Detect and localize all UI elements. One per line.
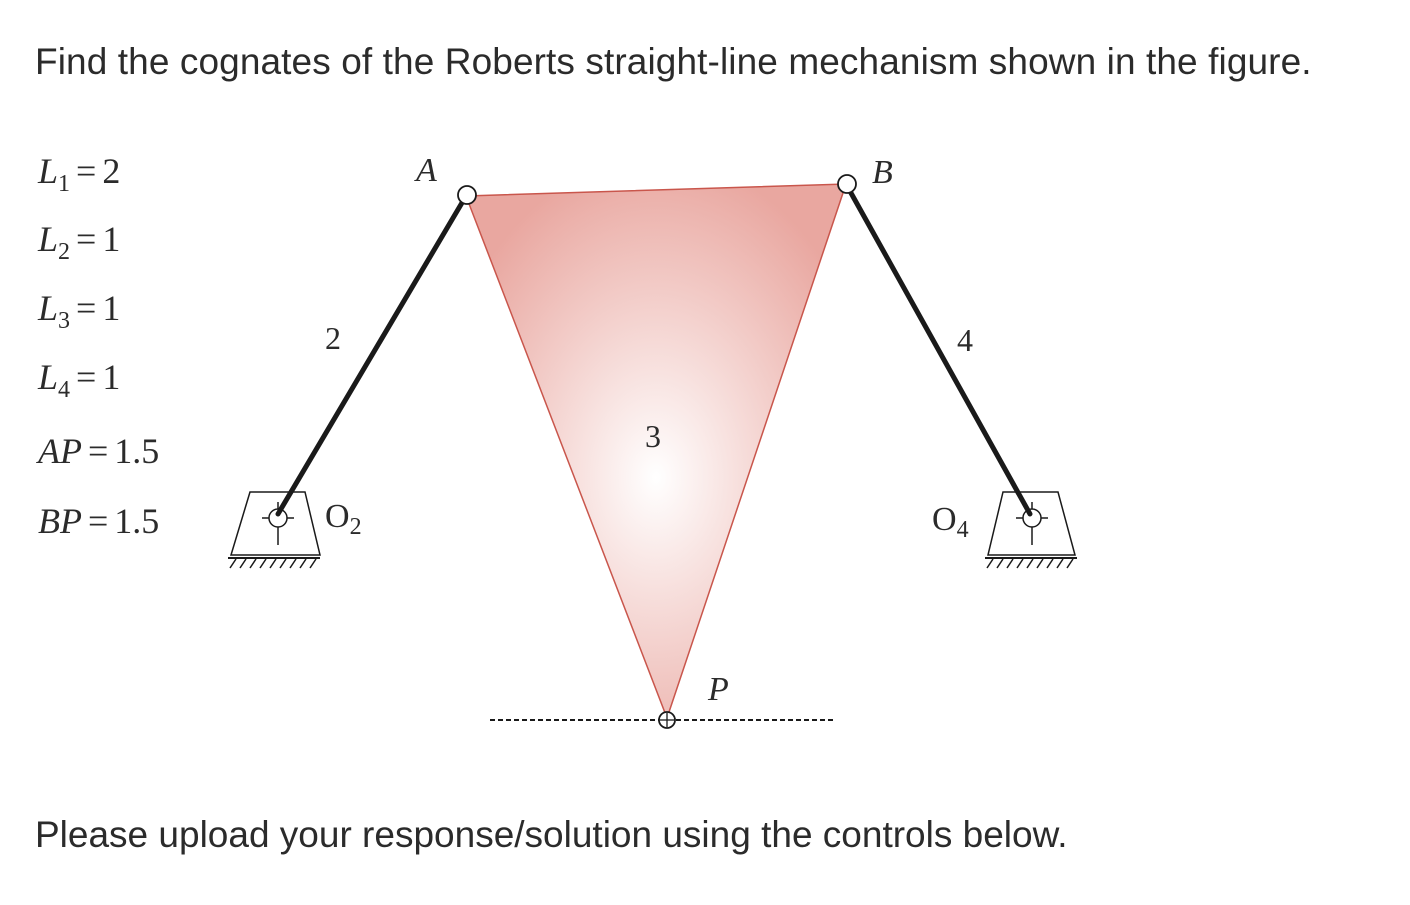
label-link-2: 2 [325,320,341,356]
ground-pivot-o4 [985,491,1077,569]
joint-a [457,185,477,205]
param-l2-value: 1 [102,219,121,259]
joint-b [837,174,857,194]
param-l2-sub: 2 [58,239,71,265]
param-l4-var: L [38,357,59,397]
label-link-3: 3 [645,418,661,454]
param-bp: BP=1.5 [38,501,160,541]
param-l4: L4=1 [38,357,121,403]
question-prompt: Find the cognates of the Roberts straigh… [35,41,1312,82]
param-l4-value: 1 [102,357,121,397]
param-ap: AP=1.5 [38,431,160,471]
label-o2-letter: O [325,498,350,535]
ground-pivot-o2 [228,491,321,569]
coupler-link-3 [464,183,848,721]
label-o2-sub: 2 [350,514,362,540]
label-p: P [707,671,729,708]
param-l3-sub: 3 [58,308,71,334]
label-link-4: 4 [957,322,973,358]
param-l3: L3=1 [38,288,121,334]
link-4 [843,181,1033,517]
coupler-point-p [658,711,676,729]
link-2 [275,193,469,517]
param-l3-var: L [38,288,59,328]
param-l2: L2=1 [38,219,121,265]
param-l3-value: 1 [102,288,121,328]
param-l1-var: L [38,151,59,191]
label-o4-sub: 4 [957,517,969,543]
param-l1: L1=2 [38,151,121,197]
label-a: A [414,152,437,189]
param-bp-value: 1.5 [114,501,160,541]
label-o2: O2 [325,498,362,540]
label-o4: O4 [932,501,969,543]
param-l4-sub: 4 [58,377,71,403]
param-bp-var: BP [38,501,82,541]
label-o4-letter: O [932,501,957,538]
param-l1-sub: 1 [58,171,71,197]
label-b: B [872,154,893,191]
param-ap-var: AP [38,431,82,471]
upload-instructions: Please upload your response/solution usi… [35,814,1068,855]
param-l2-var: L [38,219,59,259]
param-ap-value: 1.5 [114,431,160,471]
param-l1-value: 2 [102,151,121,191]
